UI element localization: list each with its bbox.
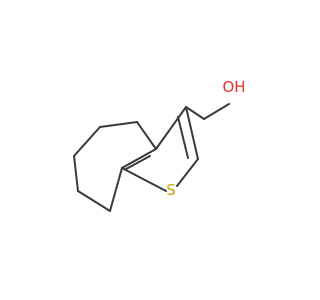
bond-c8a-c3a-b (125, 155, 151, 170)
bond-c6-c7 (73, 155, 79, 192)
bond-c3-ch2 (185, 106, 205, 120)
bond-s-c8a (121, 167, 167, 192)
bond-c3-c2-b (177, 116, 189, 159)
bond-c7-c8 (77, 190, 111, 212)
bond-c3-c2-a (185, 106, 199, 160)
bond-c4-c5 (99, 121, 138, 128)
oh-label: OH (222, 78, 245, 96)
molecule-diagram: OH S (73, 78, 246, 212)
bond-c5-c6 (73, 126, 101, 157)
bond-c3-c3a (155, 106, 187, 150)
sulfur-label: S (166, 181, 176, 199)
bond-c2-s (176, 158, 199, 187)
bond-c3a-c4 (136, 121, 157, 150)
structure-canvas: OH S (73, 78, 246, 212)
bond-c8a-c3a-a (121, 148, 157, 169)
bond-ch2-o (203, 103, 230, 120)
bond-c8-c8a (109, 167, 123, 212)
